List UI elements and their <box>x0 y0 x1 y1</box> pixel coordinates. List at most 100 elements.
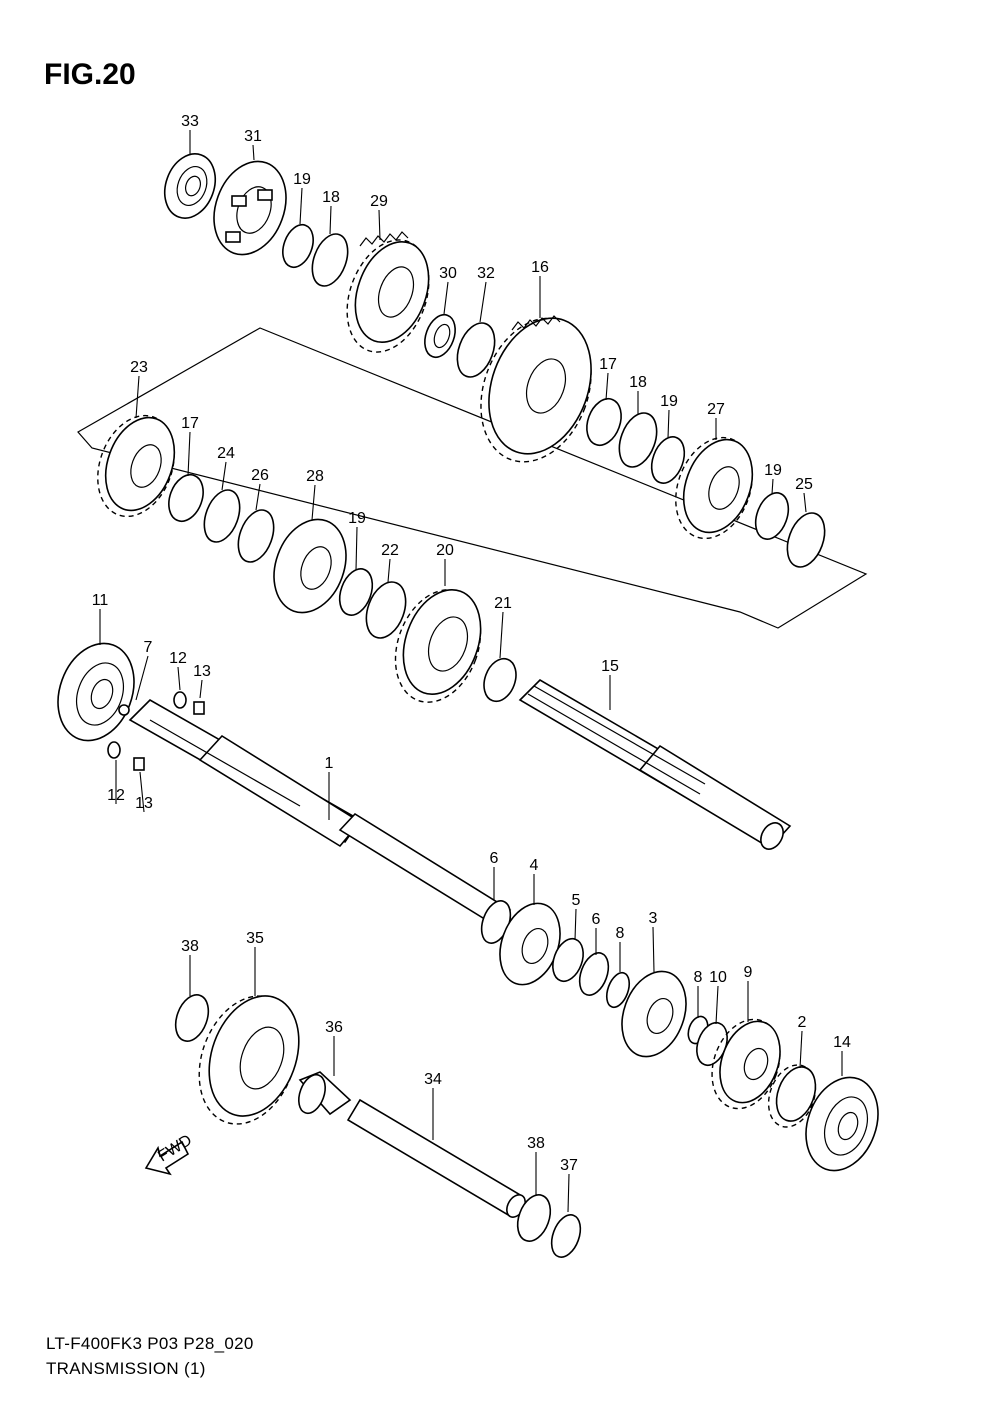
part-2-gear <box>767 1064 817 1128</box>
callout-18: 18 <box>629 374 647 414</box>
callout-number: 38 <box>181 938 199 955</box>
callout-number: 7 <box>144 639 153 656</box>
callout-23: 23 <box>130 359 148 419</box>
part-36-bushing <box>298 1071 352 1116</box>
callout-number: 26 <box>251 467 269 484</box>
callout-number: 11 <box>92 592 109 609</box>
callout-31: 31 <box>244 128 262 161</box>
callout-number: 14 <box>833 1034 851 1051</box>
callout-number: 33 <box>181 113 199 130</box>
callout-12: 12 <box>107 760 125 804</box>
callout-number: 35 <box>246 930 264 947</box>
callout-36: 36 <box>325 1019 343 1076</box>
part-27-gear <box>675 436 754 540</box>
callout-number: 23 <box>130 359 148 376</box>
callout-number: 38 <box>527 1135 545 1152</box>
callout-38: 38 <box>181 938 199 996</box>
part-21-bushing <box>483 657 517 703</box>
part-13-screw-b <box>133 757 145 771</box>
callout-number: 25 <box>795 476 813 493</box>
callout-number: 24 <box>217 445 235 462</box>
callout-3: 3 <box>649 910 658 973</box>
callout-24: 24 <box>217 445 235 491</box>
callout-number: 19 <box>293 171 311 188</box>
callout-number: 19 <box>764 462 782 479</box>
part-14-bearing <box>805 1076 879 1172</box>
callout-leader <box>799 1030 803 1069</box>
part-12-retainer <box>173 691 187 709</box>
part-8-washer <box>605 971 631 1009</box>
callout-33: 33 <box>181 113 199 154</box>
part-19-circlip-c <box>754 492 790 540</box>
callout-number: 27 <box>707 401 725 418</box>
assembly-outline <box>77 327 868 629</box>
callout-leader <box>299 187 303 225</box>
callout-27: 27 <box>707 401 725 440</box>
callout-26: 26 <box>251 467 269 511</box>
part-23-gear <box>97 414 176 518</box>
callout-leader <box>574 908 577 941</box>
callout-number: 8 <box>694 969 703 986</box>
callout-number: 28 <box>306 468 324 485</box>
callout-19: 19 <box>293 171 311 225</box>
callout-leader <box>667 409 670 439</box>
callout-6: 6 <box>490 850 499 900</box>
callout-38: 38 <box>527 1135 545 1196</box>
callout-12: 12 <box>169 650 187 691</box>
part-25-washer <box>786 512 826 568</box>
callout-number: 8 <box>616 925 625 942</box>
callout-leader <box>355 526 358 571</box>
callout-number: 4 <box>530 857 539 874</box>
part-1-main-shaft <box>128 699 512 928</box>
callout-35: 35 <box>246 930 264 996</box>
part-17-bushing <box>586 397 622 447</box>
callout-number: 3 <box>649 910 658 927</box>
callout-6: 6 <box>592 911 601 955</box>
callout-leader <box>605 372 609 401</box>
callout-number: 32 <box>477 265 495 282</box>
callout-number: 6 <box>490 850 499 867</box>
part-33-bearing <box>163 153 217 219</box>
callout-8: 8 <box>694 969 703 1018</box>
callout-number: 16 <box>531 259 549 276</box>
callout-leader <box>479 281 487 323</box>
model-code: LT-F400FK3 P03 P28_020 <box>46 1334 254 1353</box>
callout-number: 22 <box>381 542 399 559</box>
callout-number: 21 <box>494 595 512 612</box>
callout-19: 19 <box>764 462 782 495</box>
callout-21: 21 <box>494 595 512 659</box>
part-15-countershaft <box>518 678 792 850</box>
callout-number: 20 <box>436 542 454 559</box>
callout-leader <box>329 205 332 235</box>
part-17-bushing-b <box>168 473 204 523</box>
callout-1: 1 <box>325 755 334 820</box>
part-28-gear <box>273 518 347 614</box>
callout-17: 17 <box>181 415 199 477</box>
callout-number: 9 <box>744 964 753 981</box>
callout-18: 18 <box>322 189 340 235</box>
callout-29: 29 <box>370 193 388 241</box>
callout-25: 25 <box>795 476 813 513</box>
callout-leader <box>135 655 149 701</box>
fwd-arrow-icon: FWD <box>144 1132 195 1176</box>
part-18-washer <box>311 233 349 287</box>
part-19-circlip-b <box>650 436 686 484</box>
callout-22: 22 <box>381 542 399 583</box>
part-19-circlip <box>282 223 314 269</box>
callout-leader <box>311 484 316 521</box>
part-11-bearing <box>57 642 135 742</box>
callout-number: 13 <box>135 795 153 812</box>
part-32-washer <box>456 322 496 378</box>
callout-number: 37 <box>560 1157 578 1174</box>
part-3-gear <box>621 970 687 1058</box>
callout-number: 6 <box>592 911 601 928</box>
callout-7: 7 <box>135 639 153 701</box>
callout-number: 19 <box>348 510 366 527</box>
callout-number: 15 <box>601 658 619 675</box>
part-38-washer-b <box>516 1194 552 1242</box>
callout-leader <box>387 558 391 583</box>
callout-30: 30 <box>439 265 457 315</box>
callout-number: 18 <box>629 374 647 391</box>
callout-number: 36 <box>325 1019 343 1036</box>
